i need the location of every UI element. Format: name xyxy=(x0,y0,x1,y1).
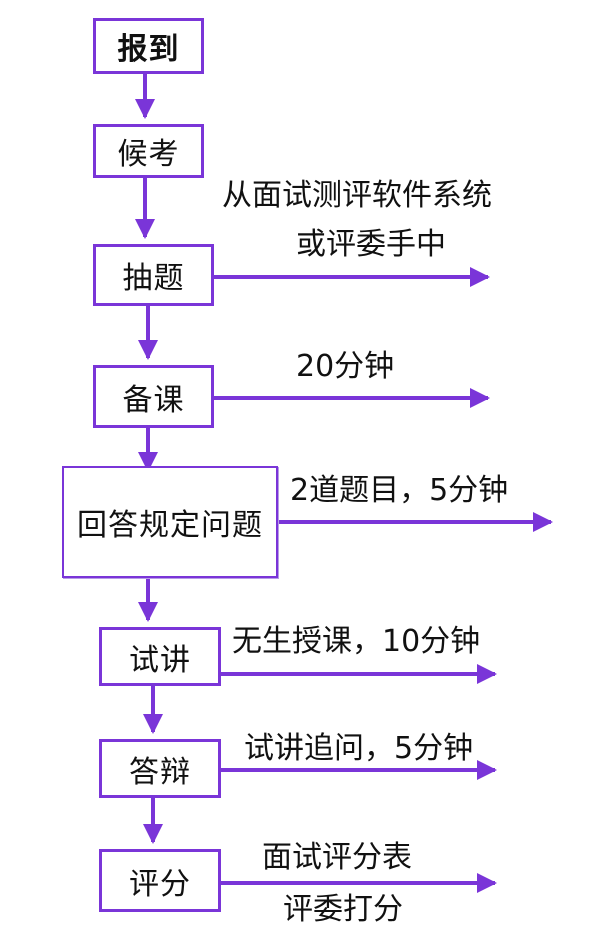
note-defense: 试讲追问，5分钟 xyxy=(244,731,474,766)
step-label-wait: 候考 xyxy=(117,137,180,172)
step-box-lecture: 试讲 xyxy=(99,627,221,686)
note-lecture: 无生授课，10分钟 xyxy=(232,624,481,659)
step-box-draw: 抽题 xyxy=(93,244,214,306)
note-questions: 2道题目，5分钟 xyxy=(290,473,509,508)
note-prepare: 20分钟 xyxy=(296,349,395,384)
step-label-prepare: 备课 xyxy=(122,382,185,418)
step-box-wait: 候考 xyxy=(93,124,204,178)
note-score-line1: 面试评分表 xyxy=(262,840,412,875)
note-draw-line1: 从面试测评软件系统 xyxy=(222,178,492,213)
step-label-score: 评分 xyxy=(129,866,191,902)
step-label-report: 报到 xyxy=(117,32,180,67)
step-box-score: 评分 xyxy=(99,849,221,912)
step-box-prepare: 备课 xyxy=(93,365,214,428)
step-box-defense: 答辩 xyxy=(99,739,221,798)
step-label-lecture: 试讲 xyxy=(129,642,191,678)
note-score-line2: 评委打分 xyxy=(283,892,403,927)
step-box-report: 报到 xyxy=(93,18,204,74)
step-label-defense: 答辩 xyxy=(129,754,191,790)
note-draw-line2: 或评委手中 xyxy=(296,227,446,262)
step-label-questions: 回答规定问题 xyxy=(77,508,263,543)
step-label-draw: 抽题 xyxy=(122,261,185,296)
step-box-questions: 回答规定问题 xyxy=(62,466,278,578)
